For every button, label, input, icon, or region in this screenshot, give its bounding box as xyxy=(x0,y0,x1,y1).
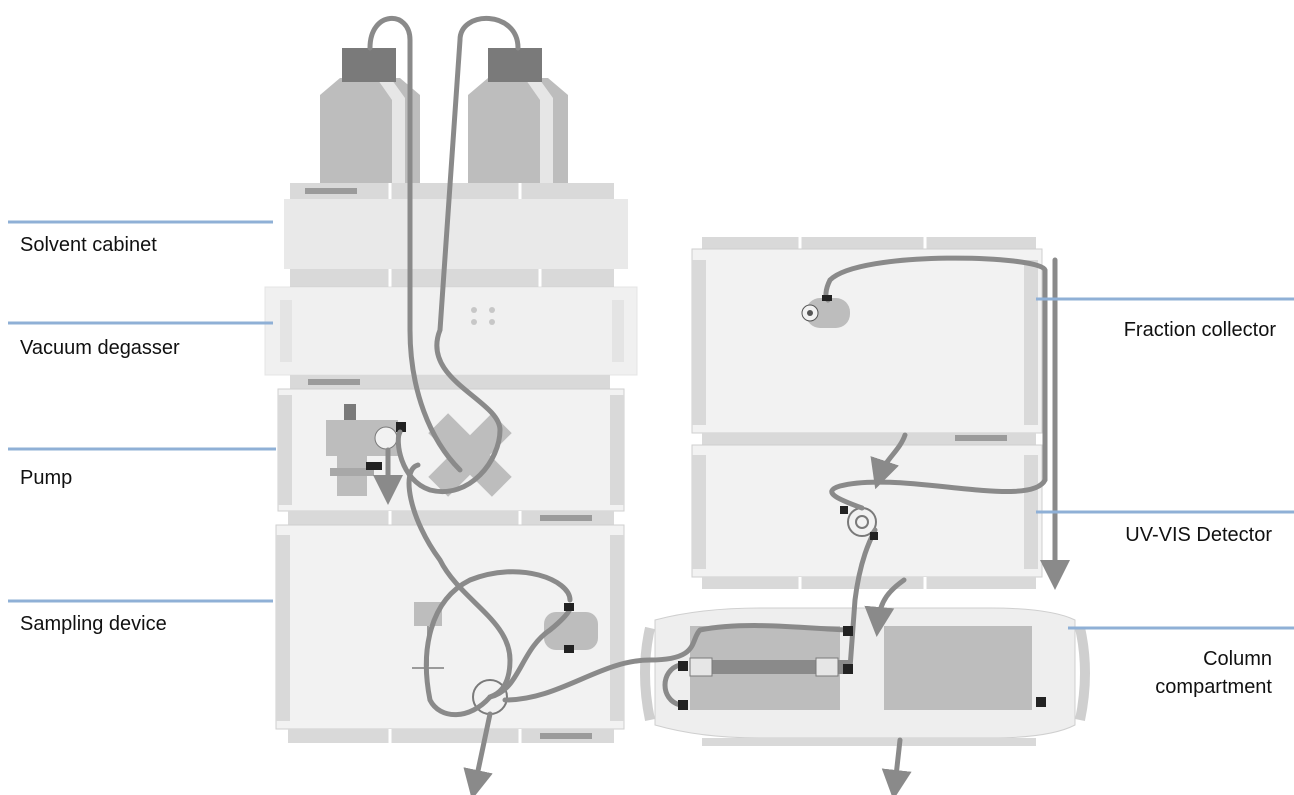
solvent-bottle-left xyxy=(320,48,420,185)
bottle-cap-left xyxy=(342,48,396,82)
label-uv-vis-detector: UV-VIS Detector xyxy=(1125,523,1272,547)
uv-vis-detector-module xyxy=(692,445,1042,577)
label-column-compartment-line1: Column xyxy=(1203,647,1272,671)
label-column-compartment-line2: compartment xyxy=(1155,675,1272,699)
solvent-bottle-right xyxy=(468,48,568,185)
label-solvent-cabinet: Solvent cabinet xyxy=(20,233,157,257)
pump-module xyxy=(278,389,624,519)
fraction-collector-module xyxy=(692,249,1042,433)
vacuum-degasser-module xyxy=(265,287,637,375)
label-vacuum-degasser: Vacuum degasser xyxy=(20,336,180,360)
sampling-device-module xyxy=(276,525,624,729)
label-fraction-collector: Fraction collector xyxy=(1124,318,1276,342)
label-sampling-device: Sampling device xyxy=(20,612,167,636)
bottle-cap-right xyxy=(488,48,542,82)
label-pump: Pump xyxy=(20,466,72,490)
solvent-cabinet-module xyxy=(284,183,628,287)
leader-lines xyxy=(8,222,1294,628)
